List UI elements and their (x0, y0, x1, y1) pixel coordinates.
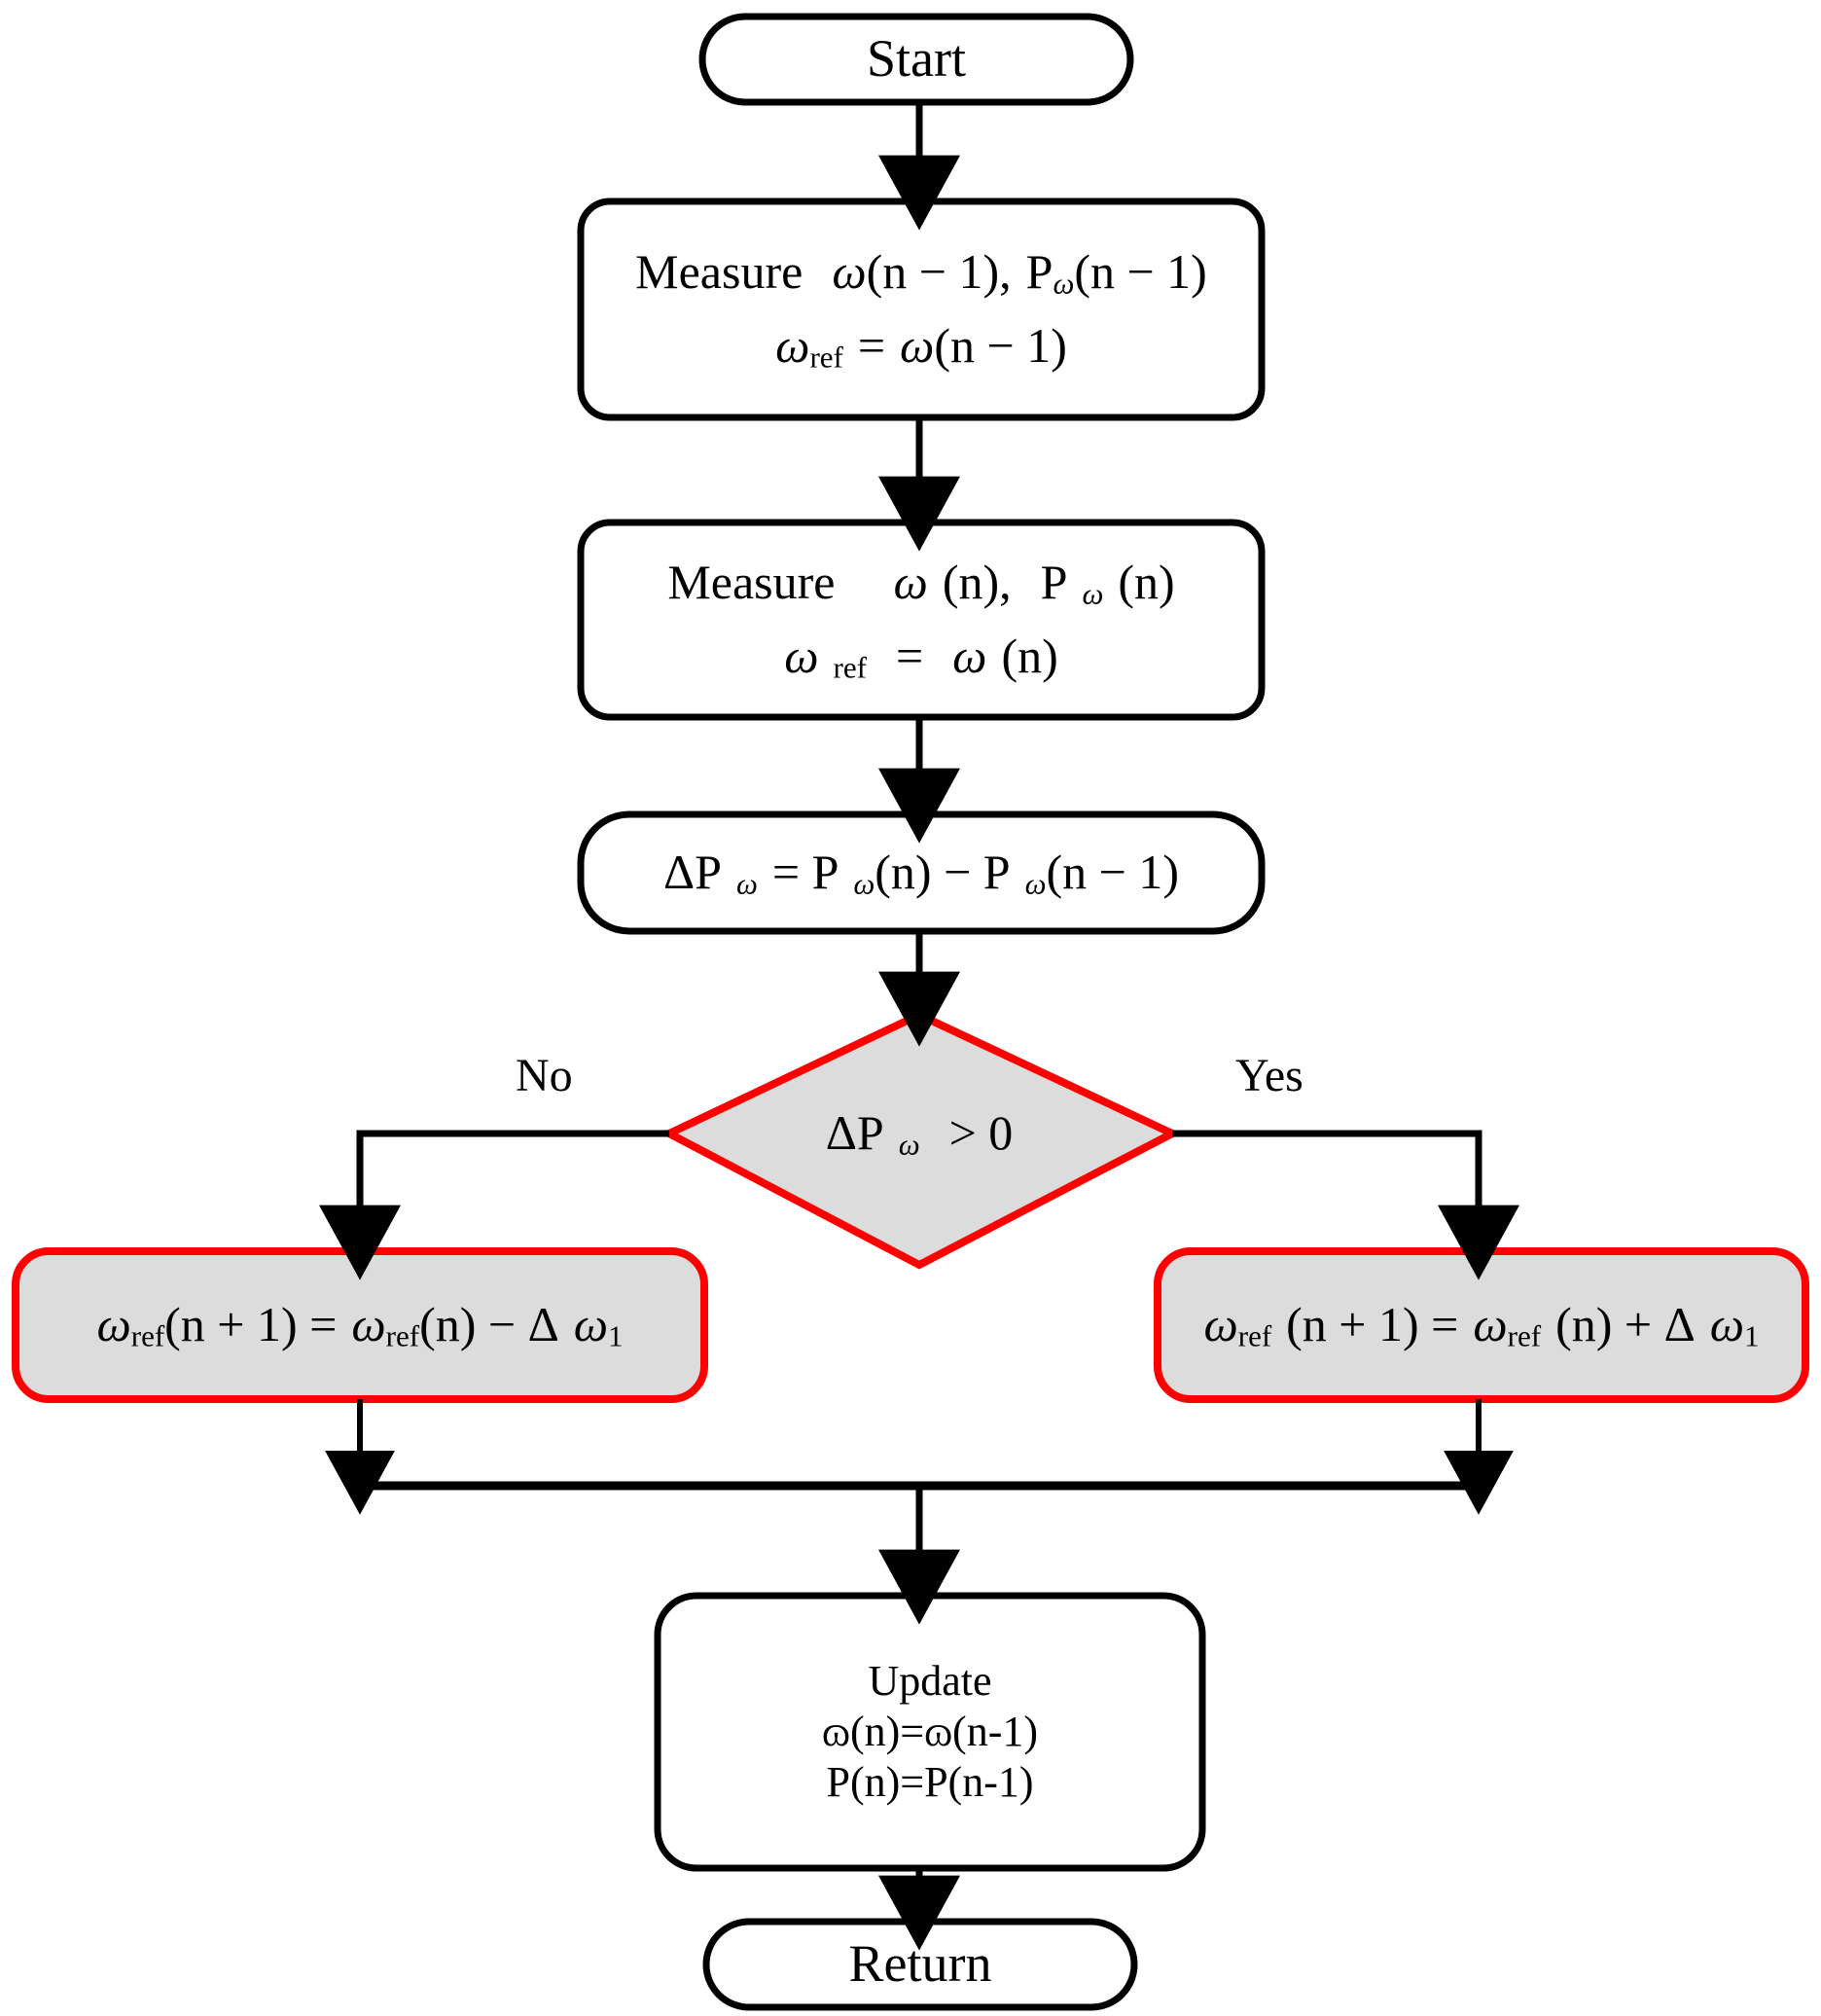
node-delta-p-shape[interactable] (577, 810, 1266, 935)
node-measure-now-shape[interactable] (577, 519, 1266, 721)
node-return-shape[interactable] (702, 1918, 1138, 2011)
node-decision-shape[interactable] (661, 1010, 1182, 1270)
node-measure-prev-shape[interactable] (577, 198, 1266, 421)
edge-decision-to-branch-no (319, 1130, 669, 1280)
node-update-shape[interactable] (654, 1592, 1206, 1872)
node-branch-yes-shape[interactable] (1154, 1247, 1809, 1403)
node-branch-no-shape[interactable] (12, 1247, 708, 1403)
edge-decision-to-branch-yes (1172, 1130, 1519, 1280)
node-start-shape[interactable] (698, 13, 1134, 106)
